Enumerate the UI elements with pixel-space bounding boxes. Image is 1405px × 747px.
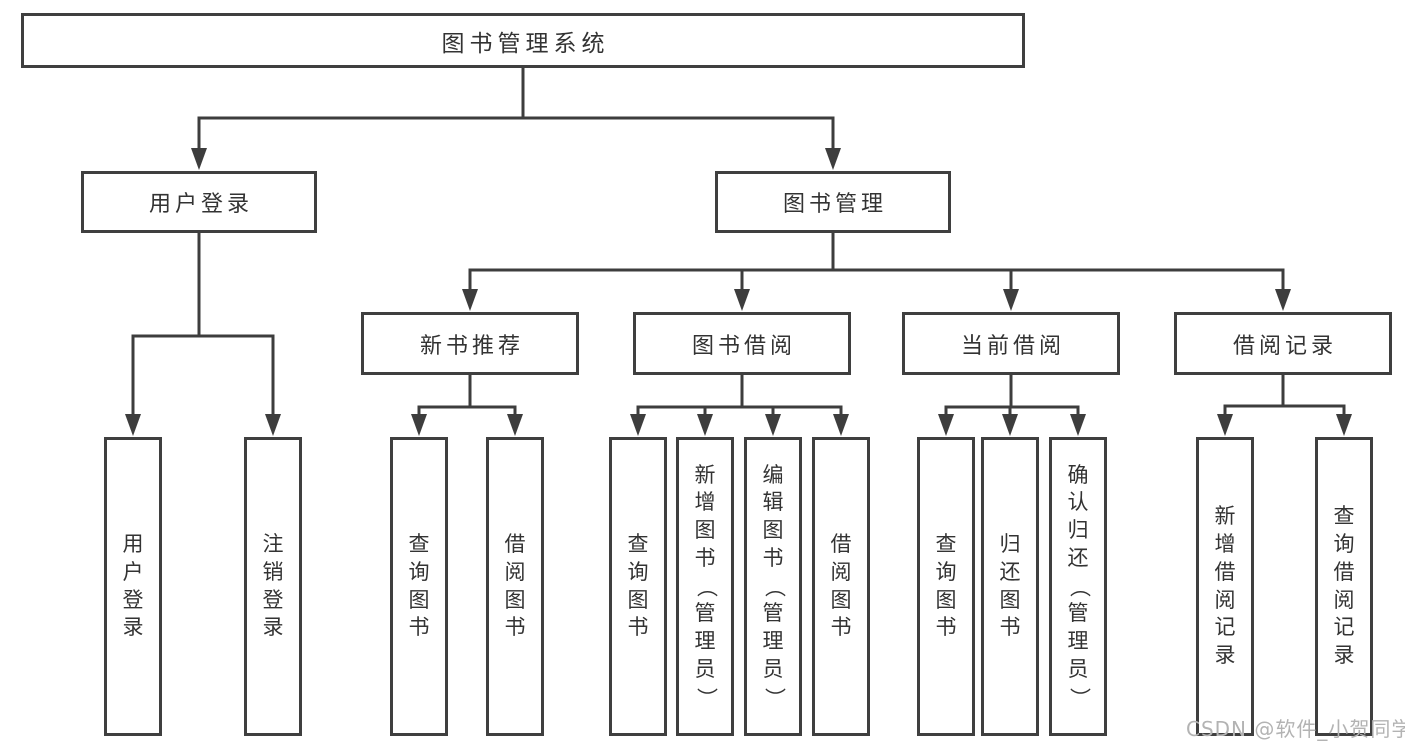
leaf-query-borrow-record: 查询借阅记录 xyxy=(1315,437,1373,736)
node-system-root-label: 图书管理系统 xyxy=(441,30,610,57)
node-book-borrowing: 图书借阅 xyxy=(633,312,851,375)
node-new-book-recommend: 新书推荐 xyxy=(361,312,579,375)
leaf-query-books-recommend: 查询图书 xyxy=(390,437,448,736)
leaf-query-books-recommend-label: 查询图书 xyxy=(408,532,430,640)
leaf-add-books-admin: 新增图书（管理员） xyxy=(676,437,734,736)
leaf-user-login-label: 用户登录 xyxy=(122,532,144,640)
node-borrowing-records: 借阅记录 xyxy=(1174,312,1392,375)
node-book-management-label: 图书管理 xyxy=(782,192,887,217)
leaf-borrow-books-recommend-label: 借阅图书 xyxy=(504,532,526,640)
edge-book-borrowing-children xyxy=(630,375,849,436)
node-borrowing-records-label: 借阅记录 xyxy=(1232,333,1337,359)
leaf-edit-books-admin-label: 编辑图书（管理员） xyxy=(761,462,786,708)
leaf-add-borrow-record: 新增借阅记录 xyxy=(1196,437,1254,736)
node-system-root: 图书管理系统 xyxy=(21,13,1025,68)
leaf-borrow-books-recommend: 借阅图书 xyxy=(486,437,544,736)
node-book-management: 图书管理 xyxy=(715,171,951,233)
leaf-logout-label: 注销登录 xyxy=(262,532,284,640)
leaf-return-books: 归还图书 xyxy=(981,437,1039,736)
leaf-add-books-admin-label: 新增图书（管理员） xyxy=(693,462,718,708)
leaf-user-login: 用户登录 xyxy=(104,437,162,736)
leaf-confirm-return-admin: 确认归还（管理员） xyxy=(1049,437,1107,736)
node-current-borrowing: 当前借阅 xyxy=(902,312,1120,375)
edge-root-to-level2 xyxy=(191,66,841,170)
edge-current-borrowing-children xyxy=(938,375,1086,436)
leaf-query-books-borrowing: 查询图书 xyxy=(609,437,667,736)
leaf-borrow-books-borrowing-label: 借阅图书 xyxy=(830,532,852,640)
leaf-logout: 注销登录 xyxy=(244,437,302,736)
edge-borrowing-records-children xyxy=(1217,375,1352,436)
leaf-query-books-current: 查询图书 xyxy=(917,437,975,736)
leaf-edit-books-admin: 编辑图书（管理员） xyxy=(744,437,802,736)
leaf-return-books-label: 归还图书 xyxy=(999,532,1021,640)
leaf-borrow-books-borrowing: 借阅图书 xyxy=(812,437,870,736)
node-new-book-recommend-label: 新书推荐 xyxy=(419,333,524,359)
node-user-login: 用户登录 xyxy=(81,171,317,233)
edge-new-book-recommend-children xyxy=(411,375,523,436)
node-user-login-label: 用户登录 xyxy=(148,192,253,217)
edge-book-management-children xyxy=(462,233,1291,311)
leaf-query-books-borrowing-label: 查询图书 xyxy=(627,532,649,640)
csdn-watermark: CSDN @软件_小贺同学 xyxy=(1186,717,1405,741)
leaf-confirm-return-admin-label: 确认归还（管理员） xyxy=(1066,462,1091,708)
leaf-query-books-current-label: 查询图书 xyxy=(935,532,957,640)
leaf-query-borrow-record-label: 查询借阅记录 xyxy=(1333,504,1355,667)
leaf-add-borrow-record-label: 新增借阅记录 xyxy=(1214,504,1236,667)
node-current-borrowing-label: 当前借阅 xyxy=(960,333,1065,359)
node-book-borrowing-label: 图书借阅 xyxy=(691,333,796,359)
edge-user-login-children xyxy=(125,233,281,436)
